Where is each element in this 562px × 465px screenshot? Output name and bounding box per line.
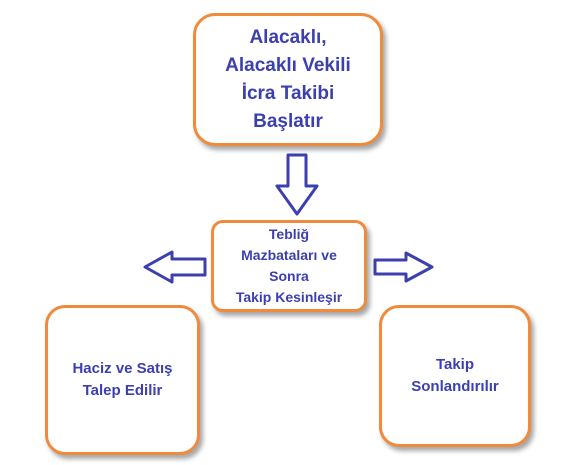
start-node: Alacaklı, Alacaklı Vekili İcra Takibi Ba… [193, 13, 383, 146]
finalization-node: Tebliğ Mazbataları ve Sonra Takip Kesinl… [211, 220, 367, 312]
arrow-left-icon [143, 250, 207, 284]
termination-node: Takip Sonlandırılır [379, 305, 531, 447]
start-node-label: Alacaklı, Alacaklı Vekili İcra Takibi Ba… [225, 26, 351, 132]
finalization-node-label: Tebliğ Mazbataları ve Sonra Takip Kesinl… [235, 226, 343, 305]
seizure-node: Haciz ve Satış Talep Edilir [45, 305, 200, 455]
termination-node-label: Takip Sonlandırılır [411, 356, 499, 395]
seizure-node-label: Haciz ve Satış Talep Edilir [72, 360, 173, 399]
arrow-down-icon [275, 153, 319, 216]
arrow-right-icon [373, 251, 434, 283]
